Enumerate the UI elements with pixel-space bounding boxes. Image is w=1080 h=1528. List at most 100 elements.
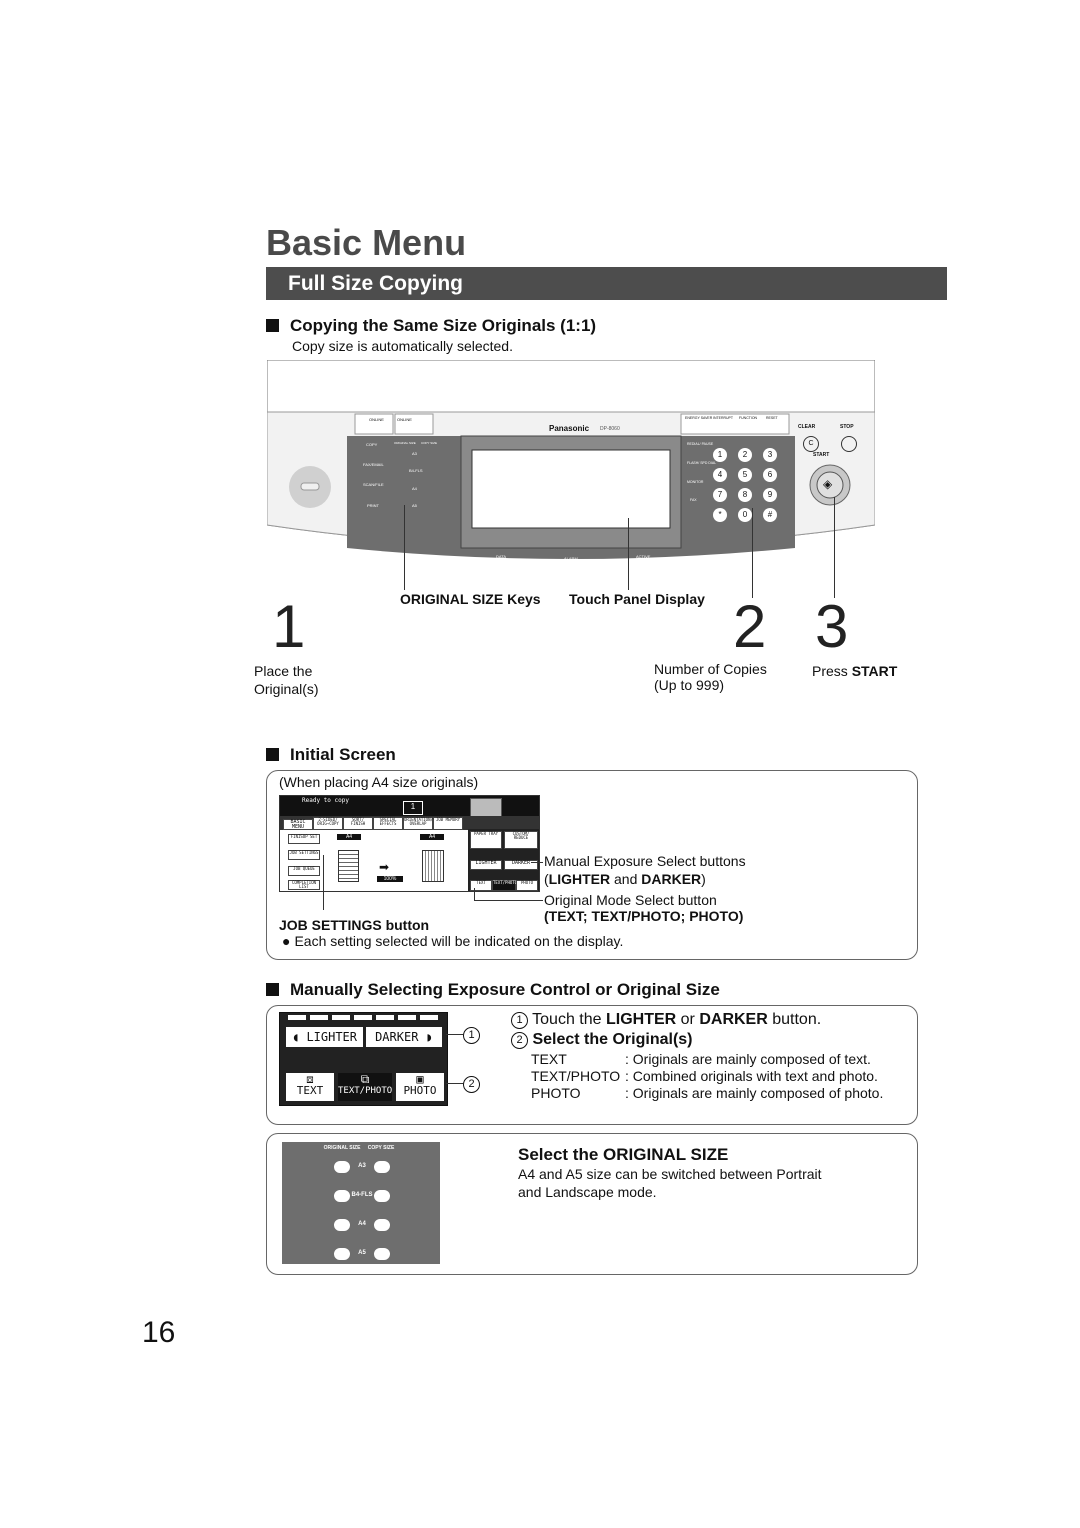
text-mode-button[interactable]: ⧈TEXT bbox=[284, 1071, 336, 1103]
keypad-key-hash[interactable]: # bbox=[763, 508, 777, 522]
panel-a3-label: A3 bbox=[412, 451, 417, 456]
tab-2sided[interactable]: 2-SIDED/ ORIG→COPY bbox=[313, 817, 343, 830]
monitor-label: MONITOR bbox=[687, 480, 704, 484]
mode-row-text: TEXT: Originals are mainly composed of t… bbox=[531, 1051, 871, 1067]
section-title: Full Size Copying bbox=[288, 272, 464, 295]
orig-size-key-a4[interactable] bbox=[334, 1219, 350, 1231]
tab-orientation[interactable]: ORIENTATION/ OVERLAP bbox=[403, 817, 433, 830]
leader-exposure bbox=[531, 862, 543, 863]
flash-label: FLASH/ SPD DIAL bbox=[687, 461, 717, 465]
modes-list-label: (TEXT; TEXT/PHOTO; PHOTO) bbox=[544, 908, 744, 924]
text-mode-icon: ⧈ bbox=[306, 1072, 314, 1086]
leader-keypad bbox=[752, 508, 753, 598]
keypad-key-3[interactable]: 3 bbox=[763, 448, 777, 462]
section-heading-copying: Copying the Same Size Originals (1:1) bbox=[266, 316, 596, 336]
leader-mode-vertical bbox=[474, 888, 475, 900]
job-queue-button[interactable]: JOB QUEUE bbox=[288, 866, 320, 876]
initial-screen-box bbox=[266, 770, 918, 960]
keypad-key-star[interactable]: * bbox=[713, 508, 727, 522]
original-mode-label: Original Mode Select button bbox=[544, 892, 717, 908]
leader-start bbox=[834, 497, 835, 598]
initial-screen-note: (When placing A4 size originals) bbox=[279, 774, 479, 790]
reset-label: RESET bbox=[766, 416, 778, 420]
photo-mode-button[interactable]: ▣PHOTO bbox=[394, 1071, 446, 1103]
interrupt-label: INTERRUPT bbox=[713, 416, 734, 420]
online-label-2: ONLINE bbox=[397, 417, 412, 422]
keypad-key-2[interactable]: 2 bbox=[738, 448, 752, 462]
copy-size-key-a3[interactable] bbox=[374, 1161, 390, 1173]
copy-mode-label: COPY bbox=[366, 442, 378, 447]
step2-line1: Number of Copies bbox=[654, 661, 767, 677]
tab-basic-menu[interactable]: BASIC MENU bbox=[283, 819, 313, 830]
clear-label: CLEAR bbox=[798, 424, 816, 430]
clear-button[interactable]: C bbox=[803, 436, 819, 452]
mini-lighter-button[interactable]: LIGHTER bbox=[470, 860, 502, 870]
paper-tray-button[interactable]: PAPER TRAY bbox=[470, 831, 502, 849]
copy-size-note: Copy size is automatically selected. bbox=[292, 338, 513, 354]
copy-size-key-a5[interactable] bbox=[374, 1248, 390, 1260]
original-size-box bbox=[266, 1133, 918, 1275]
completion-list-button[interactable]: COMPLETION LIST bbox=[288, 880, 320, 890]
os-original-size-label: ORIGINAL SIZE bbox=[323, 1145, 361, 1151]
photo-mode-icon: ▣ bbox=[416, 1072, 424, 1086]
section-heading-manual-select: Manually Selecting Exposure Control or O… bbox=[266, 980, 720, 1000]
keypad-key-4[interactable]: 4 bbox=[713, 468, 727, 482]
darker-half-icon: ◗ bbox=[425, 1030, 433, 1044]
orig-size-key-a3[interactable] bbox=[334, 1161, 350, 1173]
zoom-ratio: 100% bbox=[377, 876, 403, 882]
mini-text-button[interactable]: TEXT bbox=[470, 880, 492, 891]
lighter-darker-label: (LIGHTER and DARKER) bbox=[544, 871, 706, 887]
copy-size-key-a4[interactable] bbox=[374, 1219, 390, 1231]
size-label-a4: A4 bbox=[358, 1221, 366, 1227]
mini-photo-button[interactable]: PHOTO bbox=[516, 880, 538, 891]
section-heading-initial-screen: Initial Screen bbox=[266, 745, 396, 765]
start-button[interactable]: ◈ bbox=[823, 477, 833, 491]
finisop-set-button[interactable]: FINISOP SET bbox=[288, 834, 320, 844]
custom-reduce-button[interactable]: CUSTOM/ REDUCE bbox=[504, 831, 538, 849]
job-settings-button[interactable]: JOB SETTINGS bbox=[288, 850, 320, 860]
size-label-a3: A3 bbox=[358, 1163, 366, 1169]
keypad-key-0[interactable]: 0 bbox=[738, 508, 752, 522]
step2-line2: (Up to 999) bbox=[654, 677, 725, 693]
touch-screen-mini: Ready to copy 1 BASIC MENU 2-SIDED/ ORIG… bbox=[279, 795, 540, 892]
mini-textphoto-button[interactable]: TEXT/PHOTO bbox=[492, 880, 517, 891]
keypad-key-6[interactable]: 6 bbox=[763, 468, 777, 482]
keypad-key-8[interactable]: 8 bbox=[738, 488, 752, 502]
callout-original-size-keys: ORIGINAL SIZE Keys bbox=[400, 591, 541, 607]
manual-exposure-label: Manual Exposure Select buttons bbox=[544, 853, 746, 869]
copy-document-icon bbox=[422, 850, 444, 882]
panel-b4fls-label: B4-FLS bbox=[409, 468, 423, 473]
keypad-key-5[interactable]: 5 bbox=[738, 468, 752, 482]
keypad-key-1[interactable]: 1 bbox=[713, 448, 727, 462]
mini-darker-button[interactable]: DARKER bbox=[504, 860, 538, 870]
leader-orig-keys bbox=[404, 505, 405, 590]
orig-size-key-b4fls[interactable] bbox=[334, 1190, 350, 1202]
original-size-keys-closeup: ORIGINAL SIZE COPY SIZE A3 B4-FLS A4 A5 bbox=[282, 1142, 440, 1264]
orig-size-key-a5[interactable] bbox=[334, 1248, 350, 1260]
copy-size-key-b4fls[interactable] bbox=[374, 1190, 390, 1202]
print-mode-label: PRINT bbox=[367, 503, 379, 508]
tab-special-effects[interactable]: SPECIAL EFFECTS bbox=[373, 817, 403, 830]
alarm-indicator-label: ALARM bbox=[564, 556, 578, 561]
darker-button[interactable]: DARKER ◗ bbox=[364, 1025, 444, 1049]
model-label: DP-8060 bbox=[600, 426, 620, 432]
exposure-panel-closeup: ◖ LIGHTER DARKER ◗ ⧈TEXT ⧉TEXT/PHOTO ▣PH… bbox=[279, 1012, 448, 1106]
stop-button[interactable] bbox=[841, 436, 857, 452]
keypad-key-7[interactable]: 7 bbox=[713, 488, 727, 502]
keypad-key-9[interactable]: 9 bbox=[763, 488, 777, 502]
step-number-3: 3 bbox=[815, 593, 849, 660]
tab-job-memory[interactable]: JOB MEMORY bbox=[433, 817, 463, 830]
tab-sort-finish[interactable]: SORT/ FINISH bbox=[343, 817, 373, 830]
step3-prefix: Press bbox=[812, 663, 852, 679]
stop-label: STOP bbox=[840, 424, 854, 430]
function-label: FUNCTION bbox=[739, 416, 758, 420]
leader-callout-1 bbox=[446, 1034, 463, 1035]
step3-text: Press START bbox=[812, 663, 897, 679]
manual-select-box bbox=[266, 1005, 918, 1125]
lighter-button[interactable]: ◖ LIGHTER bbox=[284, 1025, 365, 1049]
bullet-icon: ● bbox=[282, 933, 291, 949]
textphoto-mode-button[interactable]: ⧉TEXT/PHOTO bbox=[336, 1071, 394, 1103]
original-document-icon bbox=[338, 850, 359, 882]
leader-mode-horizontal bbox=[474, 900, 543, 901]
callout-1: 1 bbox=[463, 1026, 480, 1044]
